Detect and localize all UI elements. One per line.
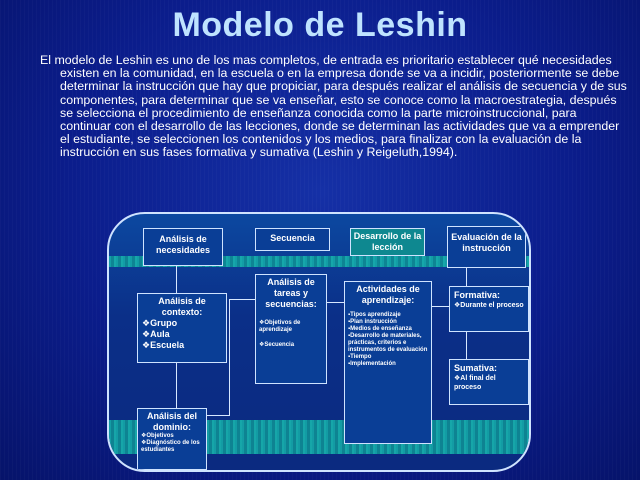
box-analisis-necesidades: Análisis de necesidades (143, 228, 223, 266)
connector-line (207, 415, 230, 416)
box-analisis-tareas: Análisis de tareas y secuencias: ❖Objeti… (255, 274, 327, 384)
box-secuencia: Secuencia (255, 228, 330, 251)
list-item: ❖Durante el proceso (454, 302, 524, 309)
box-analisis-contexto: Análisis de contexto: ❖Grupo ❖Aula ❖Escu… (137, 293, 227, 363)
connector-line (326, 302, 348, 303)
connector-line (432, 306, 449, 307)
list-item: ❖Diagnóstico de los estudiantes (141, 440, 200, 453)
list-item: ❖Secuencia (259, 342, 295, 348)
list-item: ❖Grupo (142, 318, 178, 328)
slide-title: Modelo de Leshin (172, 6, 468, 44)
list-item: ❖Objetivos de aprendizaje (259, 320, 301, 333)
box-evaluacion-instruccion: Evaluación de la instrucción (447, 226, 526, 268)
box-formativa: Formativa: ❖Durante el proceso (449, 286, 529, 332)
box-actividades-aprendizaje: Actividades de aprendizaje: ▪Tipos apren… (344, 281, 432, 444)
list-item: ▪Tiempo (348, 354, 372, 360)
list-item: ❖Al final del proceso (454, 375, 496, 391)
list-item: ❖Objetivos (141, 433, 174, 439)
list-item: ▪Tipos aprendizaje (348, 312, 401, 318)
list-item: ❖Escuela (142, 340, 185, 350)
decor-band-top (109, 256, 529, 267)
list-item: ❖Aula (142, 329, 170, 339)
box-analisis-dominio: Análisis del dominio: ❖Objetivos ❖Diagnó… (137, 408, 207, 470)
list-item: ▪Desarrollo de materiales, prácticas, cr… (348, 333, 428, 353)
box-desarrollo-leccion: Desarrollo de la lección (350, 228, 425, 256)
intro-paragraph: El modelo de Leshin es uno de los mas co… (40, 53, 627, 160)
diagram-panel: Análisis de necesidades Secuencia Desarr… (107, 212, 531, 472)
list-item: ▪Implementación (348, 361, 396, 367)
list-item: ▪Plan instrucción (348, 319, 397, 325)
box-sumativa: Sumativa: ❖Al final del proceso (449, 359, 529, 405)
connector-line (229, 299, 255, 300)
connector-line (229, 299, 230, 416)
list-item: ▪Medios de enseñanza (348, 326, 412, 332)
